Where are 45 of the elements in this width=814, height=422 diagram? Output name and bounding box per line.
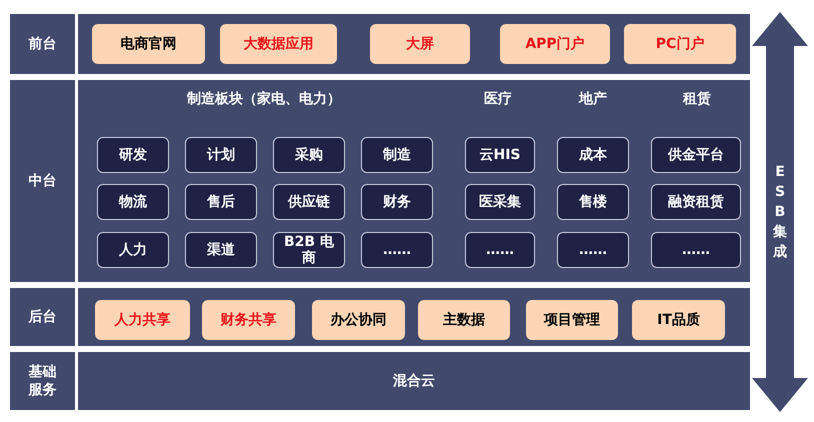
module-box: PC门户 <box>624 24 736 64</box>
module-box: 医采集 <box>465 184 535 220</box>
service-band: 混合云 <box>78 352 750 410</box>
module-box: 物流 <box>97 184 169 220</box>
layer-panel <box>78 14 750 74</box>
module-box: 项目管理 <box>526 300 618 340</box>
module-box: 财务共享 <box>202 300 295 340</box>
layer-label: 基础服务 <box>10 352 75 410</box>
module-box: 人力共享 <box>95 300 190 340</box>
module-box: …… <box>651 232 741 268</box>
module-box: 大屏 <box>370 24 470 64</box>
module-box: 计划 <box>185 137 257 173</box>
arrow-label: ESB集成 <box>772 163 788 262</box>
module-box: 电商官网 <box>92 24 205 64</box>
module-box: …… <box>557 232 629 268</box>
module-box: 成本 <box>557 137 629 173</box>
panel-heading: 医疗 <box>483 90 513 108</box>
layer-label: 后台 <box>10 288 75 346</box>
layer-label: 前台 <box>10 14 75 74</box>
module-box: 融资租赁 <box>651 184 741 220</box>
module-box: 主数据 <box>418 300 510 340</box>
module-box: IT品质 <box>632 300 725 340</box>
module-box: 采购 <box>273 137 345 173</box>
module-box: 售楼 <box>557 184 629 220</box>
module-box: 财务 <box>361 184 433 220</box>
panel-heading: 地产 <box>578 90 608 108</box>
module-box: 办公协同 <box>312 300 405 340</box>
module-box: 供应链 <box>273 184 345 220</box>
panel-heading: 租赁 <box>682 90 712 108</box>
module-box: 大数据应用 <box>220 24 337 64</box>
module-box: 人力 <box>97 232 169 268</box>
module-box: 研发 <box>97 137 169 173</box>
module-box: APP门户 <box>500 24 610 64</box>
module-box: 云HIS <box>465 137 535 173</box>
module-box: …… <box>361 232 433 268</box>
module-box: 供金平台 <box>651 137 741 173</box>
module-box: 渠道 <box>185 232 257 268</box>
module-box: …… <box>465 232 535 268</box>
layer-label: 中台 <box>10 80 75 282</box>
module-box: 售后 <box>185 184 257 220</box>
module-box: B2B 电商 <box>273 232 345 268</box>
module-box: 制造 <box>361 137 433 173</box>
layer-panel <box>78 288 750 346</box>
layer-panel <box>78 80 750 282</box>
panel-heading: 制造板块（家电、电力） <box>186 90 342 108</box>
